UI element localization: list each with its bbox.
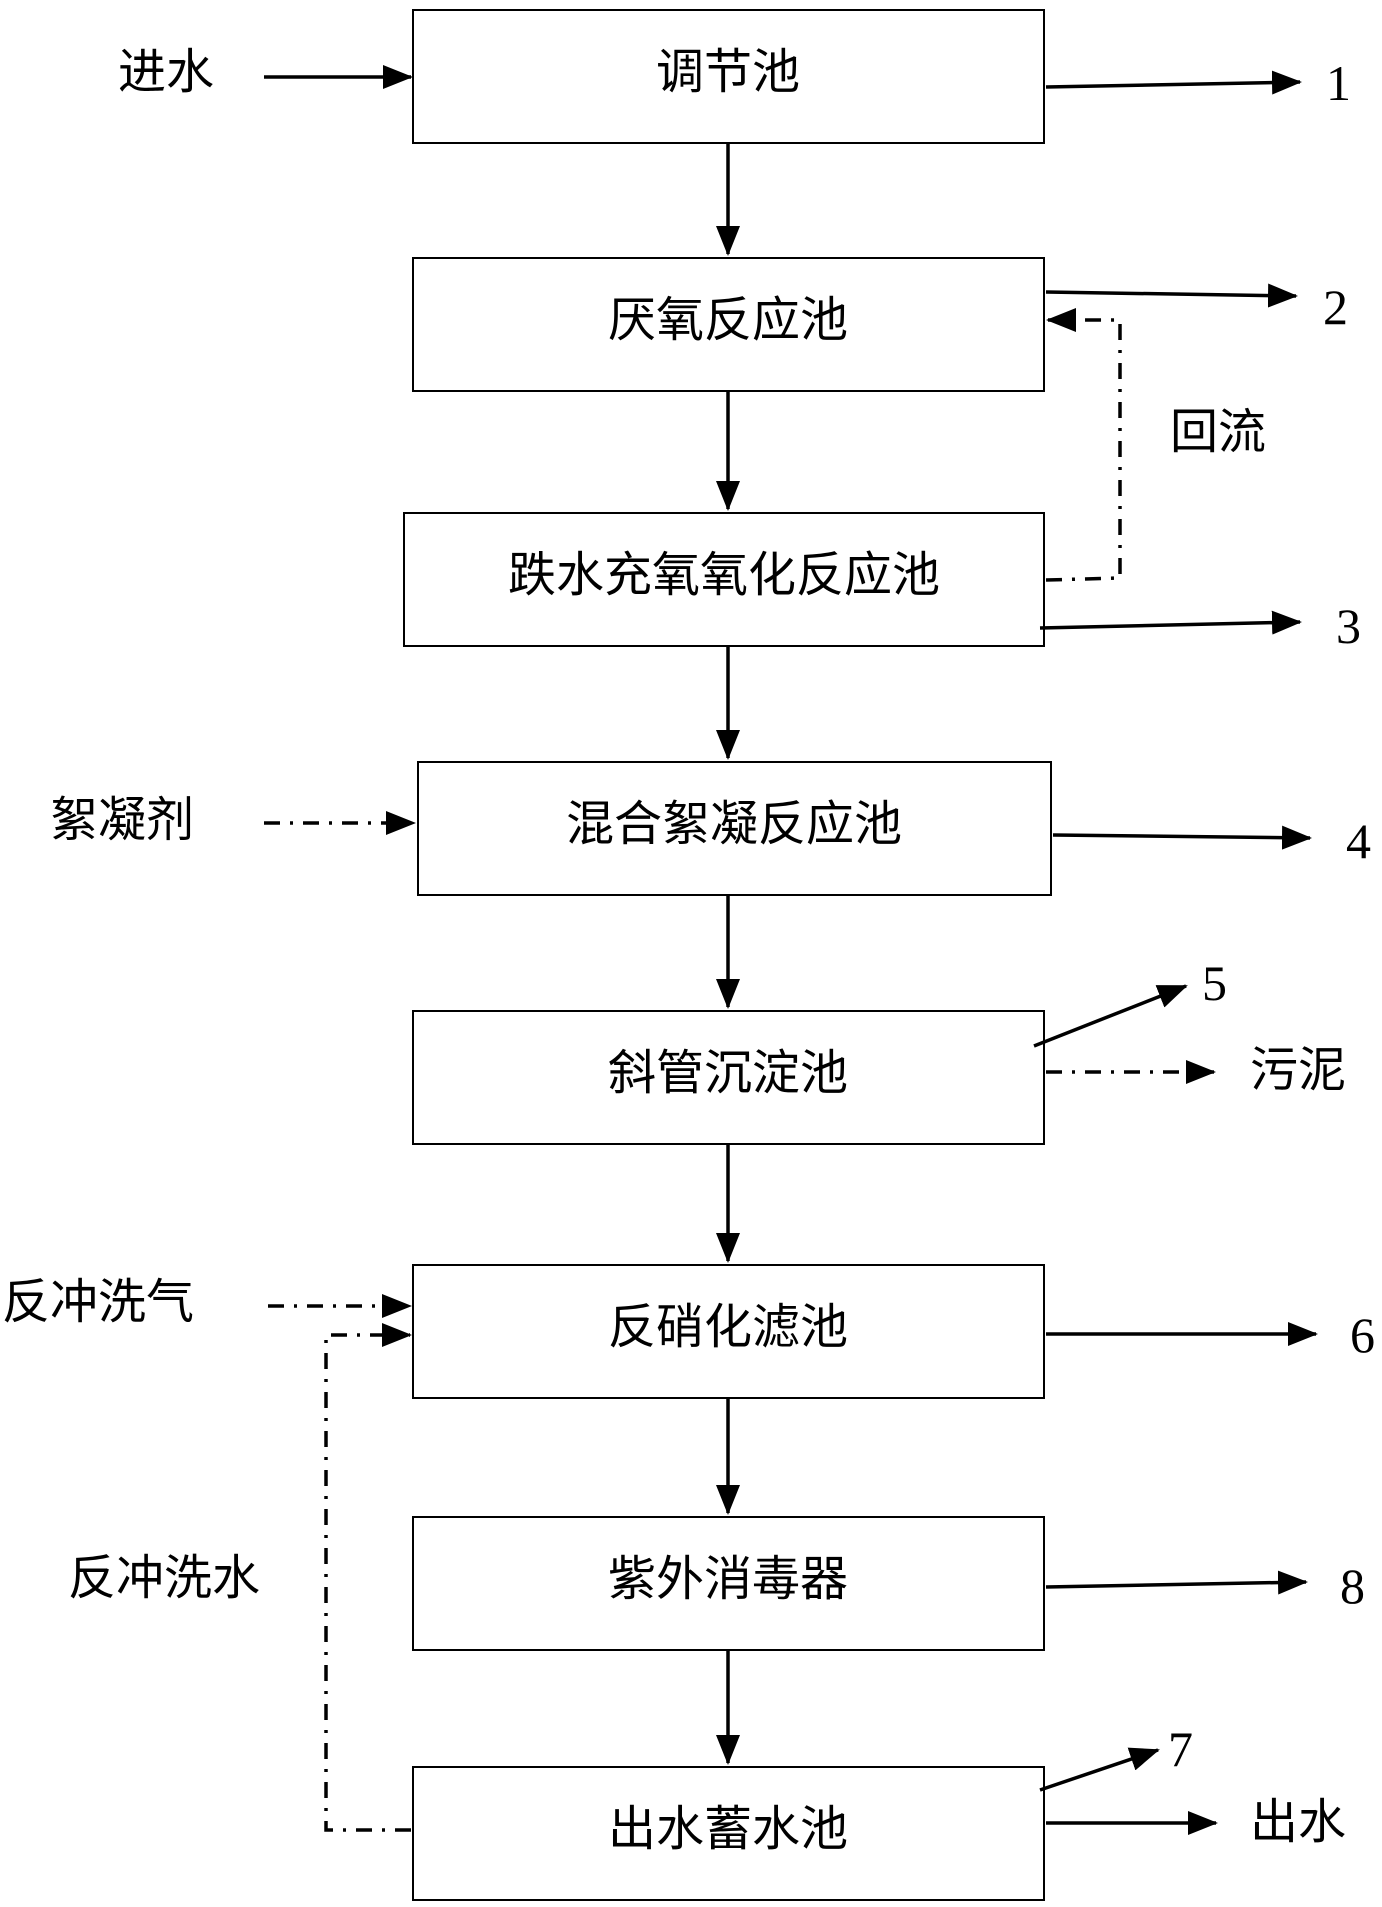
box-flocculation-label: 混合絮凝反应池	[566, 796, 902, 852]
box-anaerobic-label: 厌氧反应池	[608, 292, 848, 348]
box-storage: 出水蓄水池	[412, 1766, 1045, 1901]
sample-number-2: 2	[1323, 279, 1348, 335]
box-uv-label: 紫外消毒器	[608, 1551, 848, 1607]
box-cascade-oxidation-label: 跌水充氧氧化反应池	[508, 547, 940, 603]
backwash-water-label: 反冲洗水	[68, 1550, 260, 1606]
box-denitrification: 反硝化滤池	[412, 1264, 1045, 1399]
box-uv: 紫外消毒器	[412, 1516, 1045, 1651]
flocculant-label: 絮凝剂	[50, 792, 194, 848]
box-cascade-oxidation: 跌水充氧氧化反应池	[403, 512, 1045, 647]
backwash-air-label: 反冲洗气	[2, 1274, 194, 1330]
sample-arrow-4	[1052, 825, 1312, 850]
sample-arrow-3	[1039, 610, 1302, 635]
box-sedimentation: 斜管沉淀池	[412, 1010, 1045, 1145]
sample-number-5: 5	[1202, 955, 1227, 1011]
inflow-label: 进水	[118, 44, 214, 100]
box-flocculation: 混合絮凝反应池	[417, 761, 1052, 896]
sample-number-7: 7	[1168, 1721, 1193, 1777]
reflux-label: 回流	[1170, 404, 1266, 460]
sludge-label: 污泥	[1250, 1042, 1346, 1098]
outflow-label: 出水	[1250, 1794, 1346, 1850]
sample-number-1: 1	[1326, 55, 1351, 111]
sample-arrow-7	[1039, 1747, 1160, 1792]
sample-arrow-1	[1045, 70, 1302, 95]
box-sedimentation-label: 斜管沉淀池	[608, 1045, 848, 1101]
box-equalization: 调节池	[412, 9, 1045, 144]
sample-arrow-5	[1033, 984, 1188, 1048]
sample-arrow-8	[1045, 1570, 1308, 1595]
backwash-water-line	[324, 1323, 412, 1832]
box-anaerobic: 厌氧反应池	[412, 257, 1045, 392]
reflux-line	[1045, 308, 1122, 582]
box-storage-label: 出水蓄水池	[608, 1801, 848, 1857]
sample-number-3: 3	[1336, 598, 1361, 654]
sample-number-6: 6	[1350, 1307, 1375, 1363]
sample-number-8: 8	[1340, 1558, 1365, 1614]
box-equalization-label: 调节池	[656, 44, 800, 100]
sample-arrow-2	[1045, 283, 1298, 308]
sample-number-4: 4	[1346, 813, 1371, 869]
box-denitrification-label: 反硝化滤池	[608, 1299, 848, 1355]
